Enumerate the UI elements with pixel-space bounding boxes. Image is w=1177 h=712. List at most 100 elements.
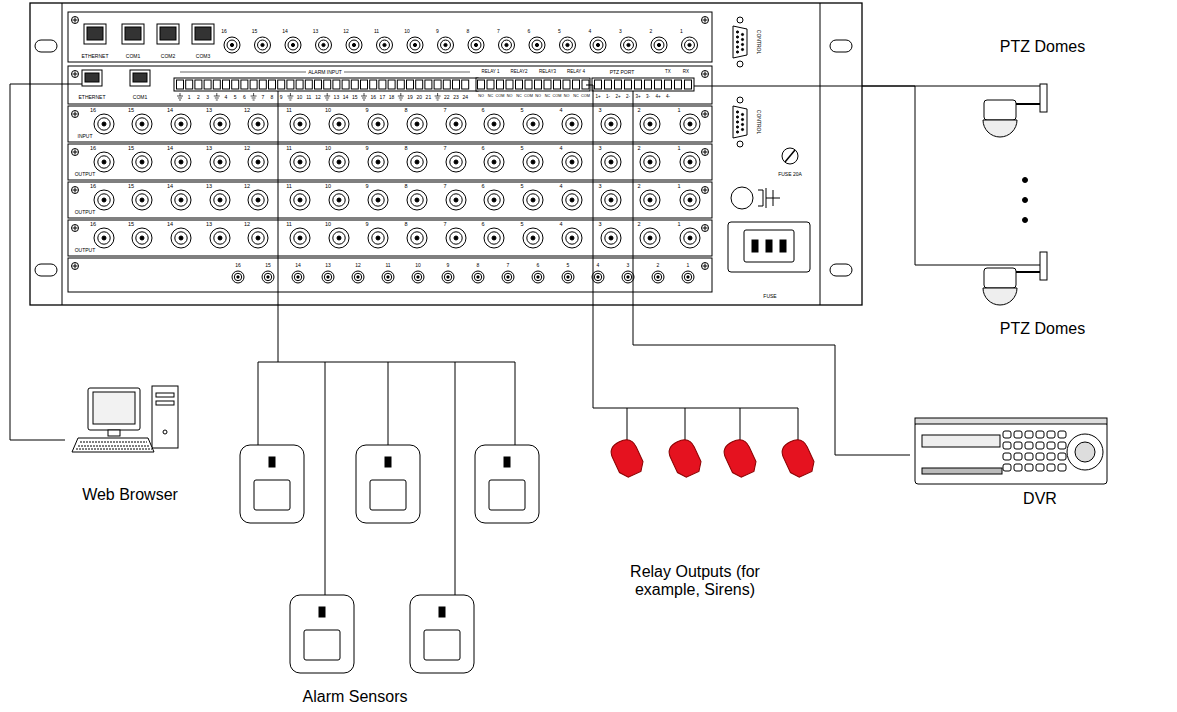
- connector-number: 9: [365, 108, 368, 114]
- panel-row: [68, 66, 712, 104]
- bnc-pin: [218, 160, 222, 164]
- db9-port: [733, 26, 747, 58]
- bnc-pin: [570, 236, 574, 240]
- terminal-label: 1-: [606, 95, 610, 100]
- bnc-connector: [264, 273, 271, 280]
- db9-pin: [736, 36, 738, 38]
- bnc-connector: [450, 118, 462, 130]
- bnc-pin: [179, 160, 183, 164]
- bnc-connector: [488, 232, 500, 244]
- terminal: [625, 80, 632, 89]
- mount-screw: [703, 18, 708, 23]
- bnc-pin: [218, 198, 222, 202]
- connector-number: 4: [559, 184, 562, 190]
- connector-number: 14: [167, 146, 173, 152]
- dvr-button: [1025, 442, 1033, 449]
- connector-number: 13: [325, 263, 331, 268]
- wire: [258, 362, 515, 363]
- bnc-pin: [687, 276, 689, 278]
- bnc-connector: [605, 156, 617, 168]
- terminal: [370, 80, 377, 89]
- connector-number: 10: [325, 108, 331, 114]
- connector-number: 12: [244, 222, 250, 228]
- bnc-pin: [352, 43, 355, 46]
- terminal-number: 11: [306, 95, 311, 100]
- panel-row: [68, 258, 712, 292]
- bnc-connector: [640, 114, 660, 134]
- terminal-number: 10: [297, 95, 303, 100]
- bnc-pin: [570, 122, 574, 126]
- connector-number: 10: [325, 146, 331, 152]
- bnc-connector: [384, 273, 391, 280]
- mount-screw: [702, 149, 709, 156]
- terminal-label: 4-: [666, 95, 670, 100]
- mount-screw: [72, 17, 79, 24]
- bnc-connector: [292, 271, 304, 283]
- alarm-sensor: [290, 595, 354, 673]
- bnc-connector: [214, 232, 226, 244]
- screw: [737, 17, 743, 23]
- bnc-connector: [232, 271, 244, 283]
- bnc-connector: [329, 190, 349, 210]
- bnc-connector: [562, 190, 582, 210]
- bnc-connector: [563, 40, 573, 50]
- db9-pin: [736, 126, 738, 128]
- terminal: [213, 80, 220, 89]
- keyboard: [72, 438, 154, 452]
- node-label: PTZ PORT: [610, 70, 635, 75]
- connector-number: 9: [447, 263, 450, 268]
- bnc-connector: [601, 228, 621, 248]
- terminal: [573, 80, 580, 89]
- bnc-connector: [499, 37, 515, 53]
- bnc-connector: [654, 40, 664, 50]
- fuse-label: FUSE 20A: [778, 172, 802, 177]
- network-port: [130, 70, 150, 86]
- dvr-button: [1036, 464, 1044, 471]
- node-label: Relay Outputs (for example, Sirens): [607, 563, 783, 600]
- bnc-pin: [322, 43, 325, 46]
- bnc-pin: [454, 160, 458, 164]
- terminal: [453, 80, 460, 89]
- dome-bubble: [983, 120, 1017, 137]
- bnc-connector: [411, 194, 423, 206]
- bnc-connector: [684, 194, 696, 206]
- bnc-connector: [523, 152, 543, 172]
- connector-number: 2: [657, 263, 660, 268]
- bnc-connector: [654, 273, 661, 280]
- bnc-connector: [210, 228, 230, 248]
- terminal: [685, 80, 692, 89]
- bnc-pin: [298, 160, 302, 164]
- siren: [608, 436, 647, 480]
- connector-number: 5: [520, 184, 523, 190]
- connector-number: 8: [404, 184, 407, 190]
- connector-number: 7: [443, 108, 446, 114]
- power-switch: [758, 188, 780, 208]
- connector-number: 14: [167, 184, 173, 190]
- connector-number: 13: [206, 146, 212, 152]
- connector-number: 7: [443, 222, 446, 228]
- bnc-connector: [685, 40, 695, 50]
- bnc-pin: [648, 236, 652, 240]
- bnc-connector: [171, 190, 191, 210]
- relay-label: RELAY 1: [481, 70, 499, 75]
- alarm-sensor: [410, 595, 474, 673]
- bnc-pin: [140, 236, 144, 240]
- bnc-connector: [442, 271, 454, 283]
- bnc-pin: [688, 198, 692, 202]
- connector-number: 6: [537, 263, 540, 268]
- bnc-connector: [640, 152, 660, 172]
- bnc-pin: [298, 122, 302, 126]
- terminal: [645, 80, 652, 89]
- ground-symbol: [214, 93, 220, 100]
- dome-arm: [1016, 103, 1040, 105]
- ptz-dome: PTZ Domes: [975, 30, 1114, 160]
- bnc-pin: [376, 198, 380, 202]
- bnc-connector: [640, 228, 660, 248]
- screw: [737, 141, 743, 147]
- terminal-label: TX: [665, 70, 671, 75]
- bnc-pin: [417, 276, 419, 278]
- terminal-label: COM: [581, 95, 590, 99]
- bnc-connector: [562, 271, 574, 283]
- mount-screw: [73, 18, 78, 23]
- terminal: [342, 80, 349, 89]
